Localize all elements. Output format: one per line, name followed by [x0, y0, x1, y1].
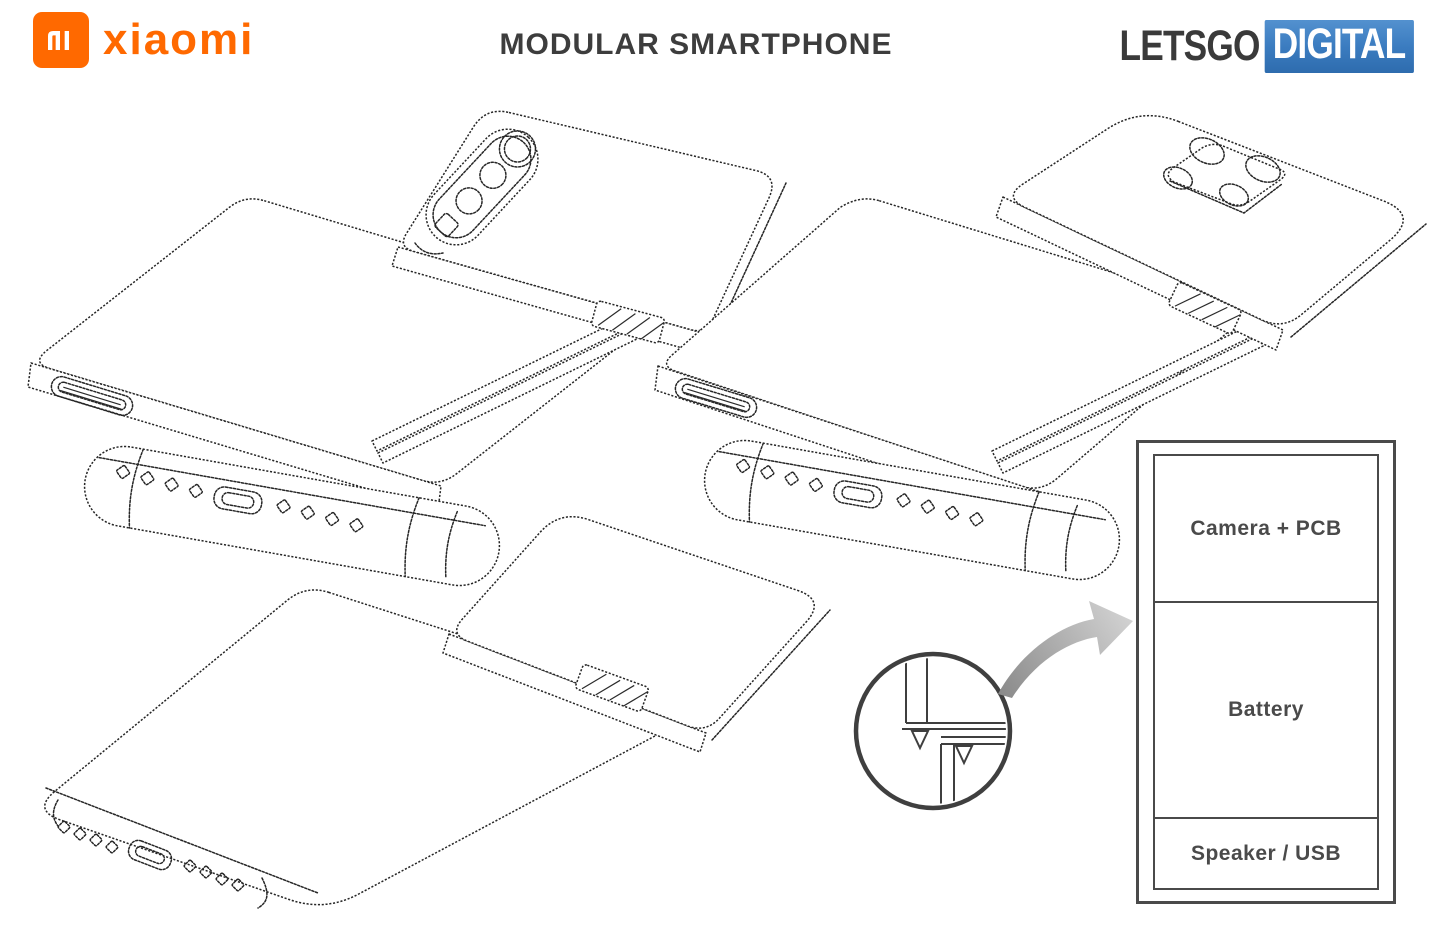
diagram-section-camera-pcb: Camera + PCB	[1155, 456, 1377, 601]
diagram-section-battery: Battery	[1155, 601, 1377, 817]
mi-logo-icon	[33, 12, 89, 68]
letsgo-text: LETSGO	[1119, 22, 1261, 70]
xiaomi-logo: xiaomi	[33, 12, 254, 68]
digital-badge: DIGITAL	[1264, 20, 1414, 73]
arrow-icon	[998, 601, 1133, 698]
letsgodigital-logo: LETSGO DIGITAL	[1120, 20, 1414, 73]
detail-circle-inset	[853, 651, 1013, 811]
diagram-label-camera-pcb: Camera + PCB	[1190, 516, 1342, 540]
module-diagram-inner: Camera + PCB Battery Speaker / USB	[1153, 454, 1379, 890]
patent-figure-plain-module	[44, 516, 831, 909]
mi-monogram-icon	[48, 31, 69, 50]
diagram-label-battery: Battery	[1228, 698, 1304, 721]
patent-figure-pill-camera	[27, 110, 787, 593]
page-title: MODULAR SMARTPHONE	[499, 28, 893, 61]
diagram-label-speaker-usb: Speaker / USB	[1190, 841, 1342, 865]
patent-figure-square-camera	[654, 115, 1427, 587]
module-diagram: Camera + PCB Battery Speaker / USB	[1136, 440, 1396, 904]
xiaomi-wordmark: xiaomi	[103, 15, 255, 64]
diagram-section-speaker-usb: Speaker / USB	[1155, 817, 1377, 888]
